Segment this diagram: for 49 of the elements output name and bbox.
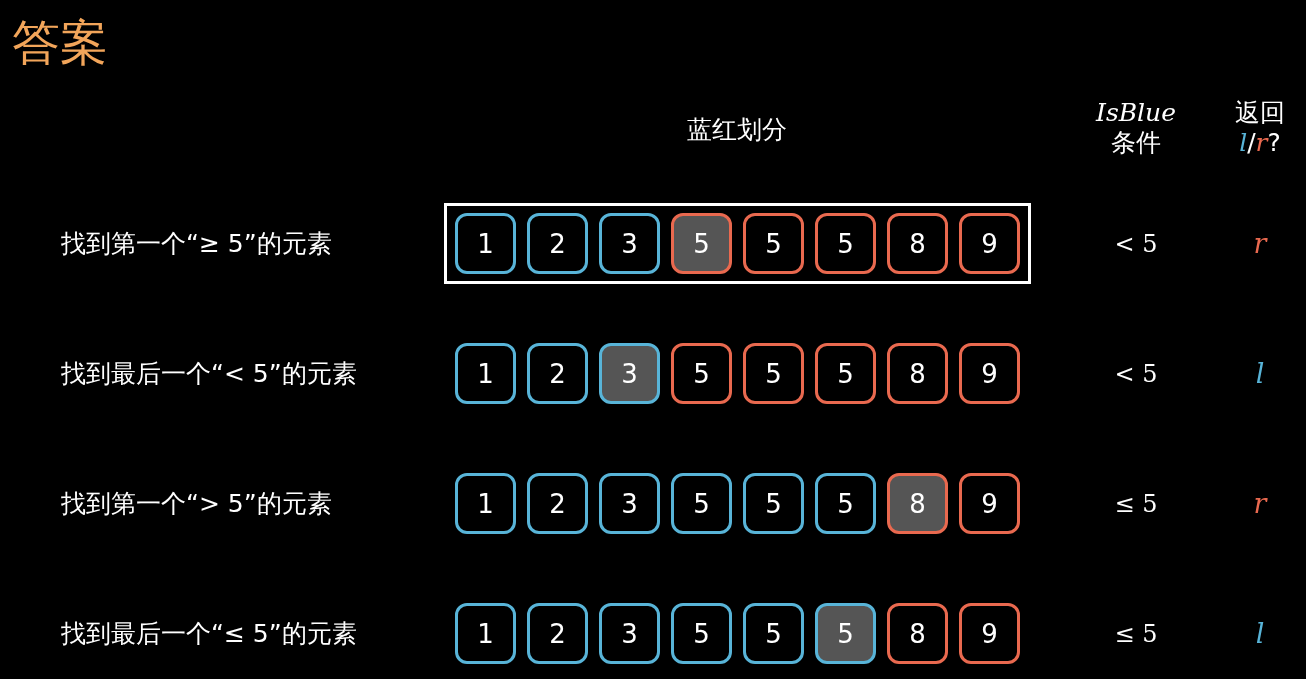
number-tile: 1 — [455, 603, 516, 664]
highlighted-tile: 3 — [599, 343, 660, 404]
selection-frame — [444, 203, 1031, 284]
number-tile: 1 — [455, 213, 516, 274]
return-letter: r — [1253, 487, 1267, 520]
number-tile: 2 — [527, 213, 588, 274]
column-heading: IsBlue 条件 — [1094, 98, 1177, 158]
column-heading: 返回 l/r? — [1234, 98, 1286, 158]
condition-text: < 5 — [1114, 359, 1158, 388]
highlighted-tile: 5 — [815, 603, 876, 664]
condition-text: < 5 — [1114, 229, 1158, 258]
number-tile: 9 — [959, 473, 1020, 534]
number-tile: 5 — [743, 473, 804, 534]
condition-text: ≤ 5 — [1114, 619, 1158, 648]
return-letter: l — [1255, 617, 1265, 650]
number-tile: 5 — [743, 343, 804, 404]
number-tile: 5 — [743, 603, 804, 664]
return-letter: l — [1255, 357, 1265, 390]
return-letter: r — [1253, 227, 1267, 260]
number-tile: 5 — [671, 603, 732, 664]
row-description: 找到最后一个“≤ 5”的元素 — [61, 618, 357, 649]
number-tile: 1 — [455, 343, 516, 404]
number-tile: 8 — [887, 343, 948, 404]
number-tile: 5 — [815, 473, 876, 534]
number-tile: 1 — [455, 473, 516, 534]
highlighted-tile: 8 — [887, 473, 948, 534]
highlighted-tile: 5 — [671, 213, 732, 274]
number-tile: 8 — [887, 603, 948, 664]
row-description: 找到第一个“> 5”的元素 — [61, 488, 332, 519]
number-tile: 2 — [527, 473, 588, 534]
number-tile: 2 — [527, 603, 588, 664]
number-tile: 8 — [887, 213, 948, 274]
number-tile: 9 — [959, 603, 1020, 664]
number-tile: 5 — [743, 213, 804, 274]
title: 答案 — [12, 14, 108, 70]
column-heading: 蓝红划分 — [687, 115, 787, 145]
row-description: 找到第一个“≥ 5”的元素 — [61, 228, 332, 259]
number-tile: 2 — [527, 343, 588, 404]
condition-text: ≤ 5 — [1114, 489, 1158, 518]
number-tile: 9 — [959, 343, 1020, 404]
number-tile: 5 — [815, 213, 876, 274]
number-tile: 3 — [599, 213, 660, 274]
number-tile: 5 — [671, 343, 732, 404]
number-tile: 5 — [815, 343, 876, 404]
number-tile: 3 — [599, 473, 660, 534]
row-description: 找到最后一个“< 5”的元素 — [61, 358, 357, 389]
number-tile: 9 — [959, 213, 1020, 274]
number-tile: 5 — [671, 473, 732, 534]
number-tile: 3 — [599, 603, 660, 664]
